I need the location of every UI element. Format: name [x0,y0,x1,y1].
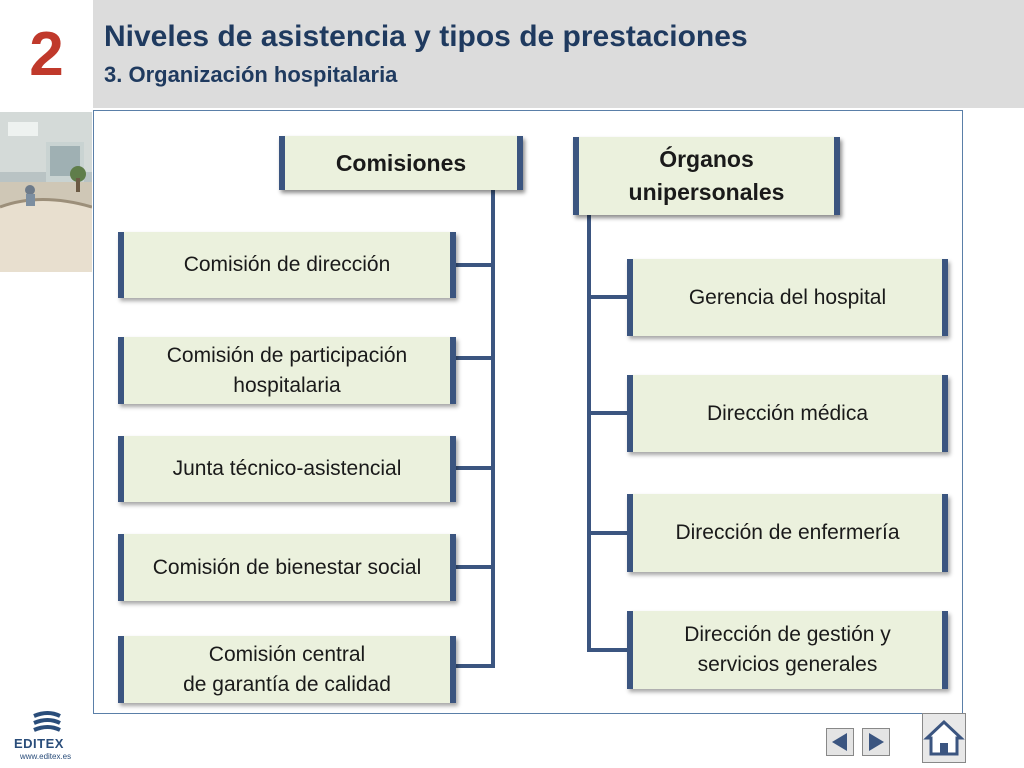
comision-box-label: Comisión de dirección [183,253,391,276]
chapter-number: 2 [0,0,93,108]
organos-heading: Órganos unipersonales [573,137,840,215]
page-title: Niveles de asistencia y tipos de prestac… [104,20,748,53]
comision-box-label: Comisión de bienestar social [152,555,422,579]
organo-box-label: Dirección de enfermería [675,521,900,544]
organo-box-4: Dirección de gestión y servicios general… [627,611,948,689]
editex-logo [12,710,82,762]
home-button[interactable] [922,713,966,763]
organo-box-3: Dirección de enfermería [627,494,948,572]
page-subtitle: 3. Organización hospitalaria [104,62,398,87]
comision-box-2: Comisión de participación hospitalaria [118,337,456,404]
organo-box-label: Dirección de gestión y servicios general… [684,623,891,676]
comision-box-3: Junta técnico-asistencial [118,436,456,502]
organo-box-label: Gerencia del hospital [688,285,887,309]
organo-box-label: Dirección médica [706,401,869,425]
comisiones-heading-label: Comisiones [335,149,467,176]
comision-box-4: Comisión de bienestar social [118,534,456,601]
arrow-right-icon [869,733,884,751]
comision-box-label: Comisión de participación hospitalaria [166,343,408,397]
comision-box-label: Comisión central de garantía de calidad [183,642,391,696]
comision-box-label: Junta técnico-asistencial [172,457,402,480]
prev-button[interactable] [826,728,854,756]
next-button[interactable] [862,728,890,756]
home-icon [923,719,965,756]
comisiones-heading: Comisiones [279,136,523,190]
comision-box-5: Comisión central de garantía de calidad [118,636,456,703]
organo-box-2: Dirección médica [627,375,948,452]
hospital-photo [0,112,92,272]
comision-box-1: Comisión de dirección [118,232,456,298]
organo-box-1: Gerencia del hospital [627,259,948,336]
logo-text: EDITEX [14,736,64,751]
logo-url: www.editex.es [20,752,72,761]
header-bar [93,0,1024,108]
arrow-left-icon [832,733,847,751]
organos-heading-label: Órganos unipersonales [628,146,785,205]
